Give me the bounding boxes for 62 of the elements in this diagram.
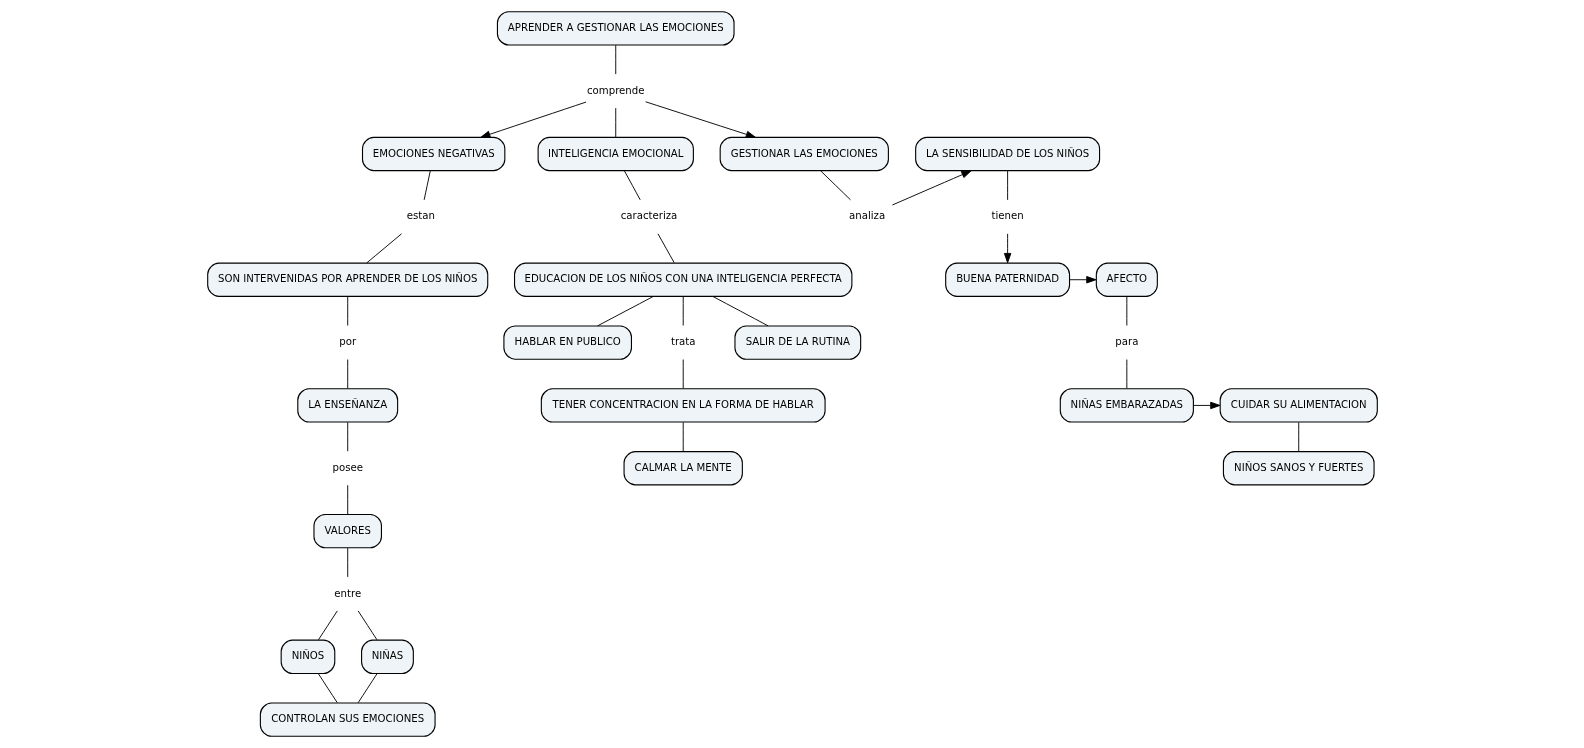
node-box: NIÑOS [280,639,335,674]
connector [423,170,431,201]
node-text: estan [406,210,435,222]
node-box: INTELIGENCIA EMOCIONAL [537,136,694,172]
node-box: CONTROLAN SUS EMOCIONES [259,702,436,737]
connector [682,421,684,452]
arrow [1003,233,1011,264]
node-text: posee [331,461,363,473]
node-box: BUENA PATERNIDAD [944,262,1070,297]
node-text: tienen [991,210,1024,222]
node-text: caracteriza [620,210,677,222]
connector [317,673,338,704]
connector [346,421,348,452]
connector [614,107,616,138]
node-box: EMOCIONES NEGATIVAS [361,136,505,172]
node-box: VALORES [312,513,382,549]
connector [357,673,377,704]
connector [712,296,769,327]
connector [346,359,348,389]
node-box: SALIR DE LA RUTINA [733,325,861,360]
connector [357,610,377,641]
node-box: NIÑOS SANOS Y FUERTES [1222,451,1375,486]
node-text: comprende [586,84,644,96]
arrow [1192,401,1220,410]
connector [1125,359,1127,389]
connector [346,484,348,515]
connector [317,610,338,641]
node-text: por [338,336,356,348]
connector [1006,170,1008,201]
node-text: entre [333,587,361,599]
node-box: CALMAR LA MENTE [623,451,743,486]
node-box: LA SENSIBILIDAD DE LOS NIÑOS [914,136,1100,172]
node-text: analiza [848,210,885,222]
node-box: HABLAR EN PUBLICO [502,325,632,360]
node-box: LA ENSEÑANZA [296,388,398,423]
connector [682,296,684,326]
connector [346,547,348,578]
connector [1125,296,1127,326]
node-box: CUIDAR SU ALIMENTACION [1219,388,1378,423]
connector [614,44,616,75]
arrow [644,101,756,138]
arrow [1068,276,1096,284]
arrow [479,101,587,138]
node-box: NIÑAS [360,639,414,674]
node-box: GESTIONAR LAS EMOCIONES [719,136,889,172]
node-box: EDUCACION DE LOS NIÑOS CON UNA INTELIGENCIA PERFECTA [513,262,852,297]
connector [682,359,684,389]
node-box: APRENDER A GESTIONAR LAS EMOCIONES [496,11,735,46]
node-box: NIÑAS EMBARAZADAS [1059,388,1194,423]
connector [819,170,851,201]
connector [657,233,675,264]
connector [596,296,654,327]
node-text: para [1114,336,1138,348]
connector [623,170,641,201]
arrow [891,170,972,206]
connector [346,296,348,326]
connector [1297,421,1299,452]
node-box: TENER CONCENTRACION EN LA FORMA DE HABLAR [540,388,826,423]
connector [365,233,402,264]
node-box: SON INTERVENIDAS POR APRENDER DE LOS NIÑOS [206,262,488,297]
node-box: AFECTO [1095,262,1158,297]
node-text: trata [670,336,696,348]
